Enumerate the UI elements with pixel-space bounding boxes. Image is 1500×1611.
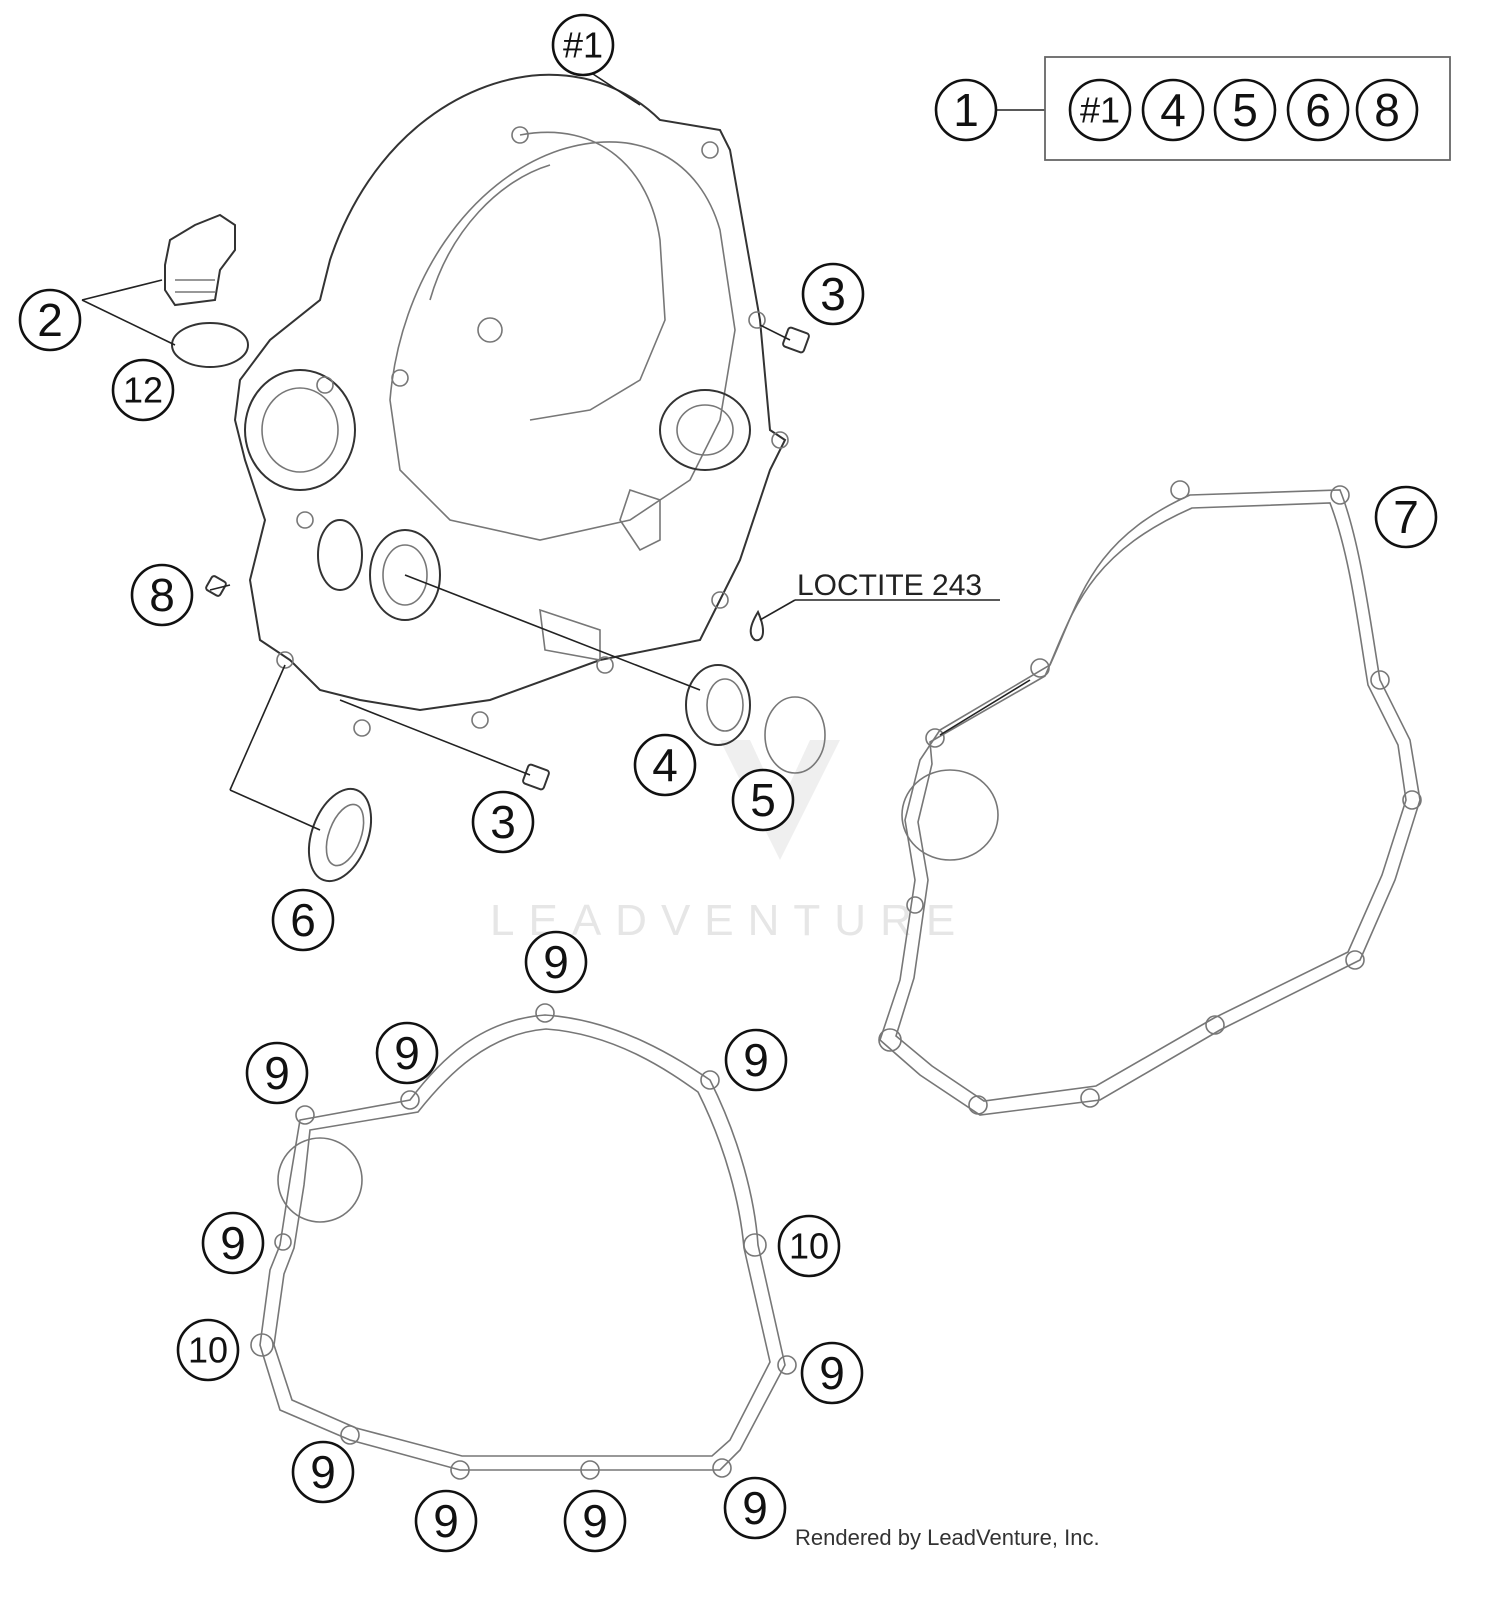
o-ring-5: [764, 696, 826, 774]
credit-text: Rendered by LeadVenture, Inc.: [795, 1525, 1100, 1550]
callout-12: 12: [111, 358, 175, 422]
svg-text:10: 10: [789, 1226, 829, 1267]
loctite-label: LOCTITE 243: [797, 569, 982, 602]
svg-text:4: 4: [1160, 84, 1186, 136]
svg-text:9: 9: [543, 936, 569, 988]
svg-text:9: 9: [582, 1495, 608, 1547]
callout-10-b: 10: [176, 1318, 240, 1382]
svg-text:12: 12: [123, 370, 163, 411]
callout-2: 2: [18, 288, 82, 352]
svg-text:10: 10: [188, 1330, 228, 1371]
svg-text:9: 9: [433, 1495, 459, 1547]
callout-3-top: 3: [801, 262, 865, 326]
gasket-9: [259, 1014, 786, 1471]
callout-9-a: 9: [524, 930, 588, 994]
callout-6: 6: [271, 888, 335, 952]
svg-text:1: 1: [953, 84, 979, 136]
callout-9-h: 9: [414, 1489, 478, 1553]
svg-text:#1: #1: [563, 25, 603, 66]
callout-9-b: 9: [375, 1021, 439, 1085]
callout-9-c: 9: [724, 1028, 788, 1092]
callout-9-g: 9: [291, 1440, 355, 1504]
callout-7: 7: [1374, 485, 1438, 549]
svg-text:8: 8: [149, 569, 175, 621]
callout-5: 5: [731, 768, 795, 832]
svg-text:7: 7: [1393, 491, 1419, 543]
callout-9-e: 9: [201, 1211, 265, 1275]
screw-bottom: [522, 763, 550, 791]
svg-text:3: 3: [820, 268, 846, 320]
svg-text:9: 9: [394, 1027, 420, 1079]
callout-10-a: 10: [777, 1214, 841, 1278]
svg-text:9: 9: [819, 1347, 845, 1399]
callout-kit-5: 5: [1213, 78, 1277, 142]
svg-text:9: 9: [264, 1047, 290, 1099]
kit-box: [1044, 56, 1451, 161]
oil-filler-plug: [164, 213, 249, 368]
callout-9-j: 9: [723, 1476, 787, 1540]
gasket-7: [879, 489, 1421, 1116]
callout-9-i: 9: [563, 1489, 627, 1553]
clutch-cover: [233, 73, 789, 737]
svg-text:2: 2: [37, 294, 63, 346]
watermark-logo-icon: [720, 740, 840, 860]
svg-text:5: 5: [750, 774, 776, 826]
callout-8: 8: [130, 563, 194, 627]
callout-3-bottom: 3: [471, 790, 535, 854]
callout-kit-8: 8: [1355, 78, 1419, 142]
svg-text:#1: #1: [1080, 90, 1120, 131]
svg-text:8: 8: [1374, 84, 1400, 136]
callout-9-d: 9: [245, 1041, 309, 1105]
svg-text:4: 4: [652, 739, 678, 791]
callout-9-f: 9: [800, 1341, 864, 1405]
callout-4: 4: [633, 733, 697, 797]
svg-text:5: 5: [1232, 84, 1258, 136]
svg-text:9: 9: [220, 1217, 246, 1269]
screw-top: [782, 326, 810, 354]
callout-top-ref: #1: [551, 13, 615, 77]
svg-text:9: 9: [743, 1034, 769, 1086]
seal-ring-6: [307, 787, 373, 883]
callout-kit-1: 1: [934, 78, 998, 142]
loctite-drop-icon: [749, 609, 764, 642]
svg-text:6: 6: [1305, 84, 1331, 136]
plug-screw: [205, 575, 227, 597]
leader-lines: [81, 71, 1045, 831]
svg-text:6: 6: [290, 894, 316, 946]
watermark: LEADVENTURE: [490, 740, 955, 945]
svg-text:3: 3: [490, 796, 516, 848]
callout-kit-6: 6: [1286, 78, 1350, 142]
svg-text:9: 9: [742, 1482, 768, 1534]
callout-kit-4: 4: [1141, 78, 1205, 142]
svg-text:9: 9: [310, 1446, 336, 1498]
shaft-seal: [685, 664, 751, 746]
callout-kit-ref: #1: [1068, 78, 1132, 142]
